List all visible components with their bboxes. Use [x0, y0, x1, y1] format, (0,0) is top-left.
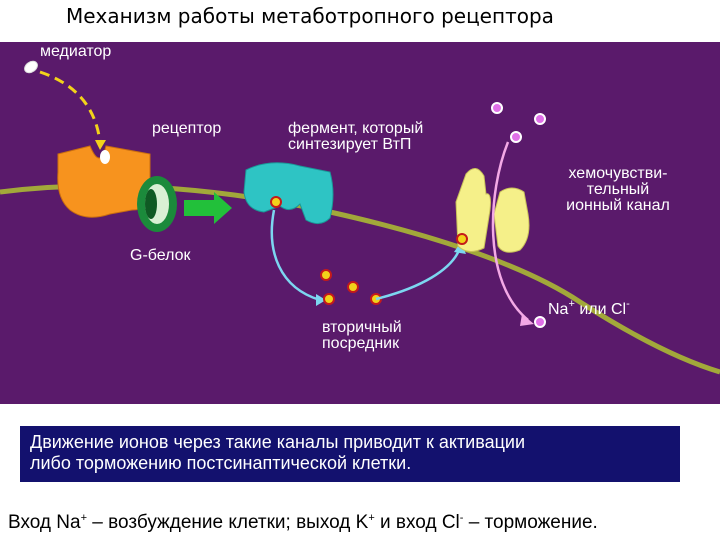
ion-channel-right [493, 187, 530, 253]
bottom-caption: Вход Na+ – возбуждение клетки; выход K+ … [8, 512, 598, 534]
caption-part2: – возбуждение клетки; выход K [87, 512, 369, 533]
ion-particle [534, 316, 546, 328]
mediator-bound [100, 150, 110, 164]
ion-channel-left [455, 168, 491, 252]
label-channel-line2: тельный [586, 181, 650, 198]
diagram-scene [0, 60, 720, 375]
label-enzyme-line2: синтезирует ВтП [288, 136, 412, 153]
mediator-molecule [24, 60, 38, 74]
second-messenger [320, 269, 332, 281]
label-enzyme: фермент, который синтезирует ВтП [288, 121, 423, 153]
second-messenger [323, 293, 335, 305]
label-g-protein: G-белок [130, 247, 191, 264]
note-line2: либо торможению постсинаптической клетки… [30, 453, 412, 473]
diagram-panel [0, 42, 720, 404]
caption-sup2: + [368, 512, 375, 524]
note-line1: Движение ионов через такие каналы привод… [30, 432, 526, 452]
label-mediator: медиатор [40, 43, 112, 60]
messenger-arrowhead [316, 294, 326, 306]
channel-activation-path [375, 247, 462, 301]
label-ions: Na+ или Cl- [548, 299, 630, 318]
caption-part4: – торможение. [463, 512, 598, 533]
caption-sup1: + [80, 512, 87, 524]
ion-flow-path [491, 141, 529, 321]
ion-particle [534, 113, 546, 125]
note-text: Движение ионов через такие каналы привод… [30, 432, 670, 474]
label-ion-channel: хемочувстви- тельный ионный канал [548, 166, 688, 214]
label-channel-line3: ионный канал [566, 197, 670, 214]
activation-arrow [184, 192, 232, 224]
enzyme-shape [243, 162, 334, 224]
ion-particle [510, 131, 522, 143]
enzyme-site [270, 196, 282, 208]
label-receptor: рецептор [152, 120, 222, 137]
label-ion-na-sup: + [568, 298, 575, 310]
label-channel-line1: хемочувстви- [568, 165, 668, 182]
label-second-messenger: вторичный посредник [322, 320, 402, 352]
mediator-path [39, 70, 102, 143]
second-messenger [347, 281, 359, 293]
ion-flow-arrowhead [520, 314, 534, 326]
caption-sup3: - [459, 512, 464, 524]
mediator-arrowhead [95, 140, 106, 150]
caption-part1: Вход Na [8, 512, 81, 533]
label-messenger-line1: вторичный [322, 319, 402, 336]
caption-part3: и вход Cl [374, 512, 460, 533]
note-box [20, 426, 680, 482]
g-protein-core [145, 189, 157, 219]
label-ion-na: Na [548, 301, 569, 318]
label-messenger-line2: посредник [322, 335, 400, 352]
messenger-path [270, 209, 321, 302]
label-enzyme-line1: фермент, который [288, 120, 424, 137]
page-title: Механизм работы метаботропного рецептора [66, 4, 554, 28]
label-ion-or: или Cl [574, 301, 627, 318]
ion-particle [491, 102, 503, 114]
label-ion-cl-sup: - [626, 298, 630, 310]
channel-site [456, 233, 468, 245]
